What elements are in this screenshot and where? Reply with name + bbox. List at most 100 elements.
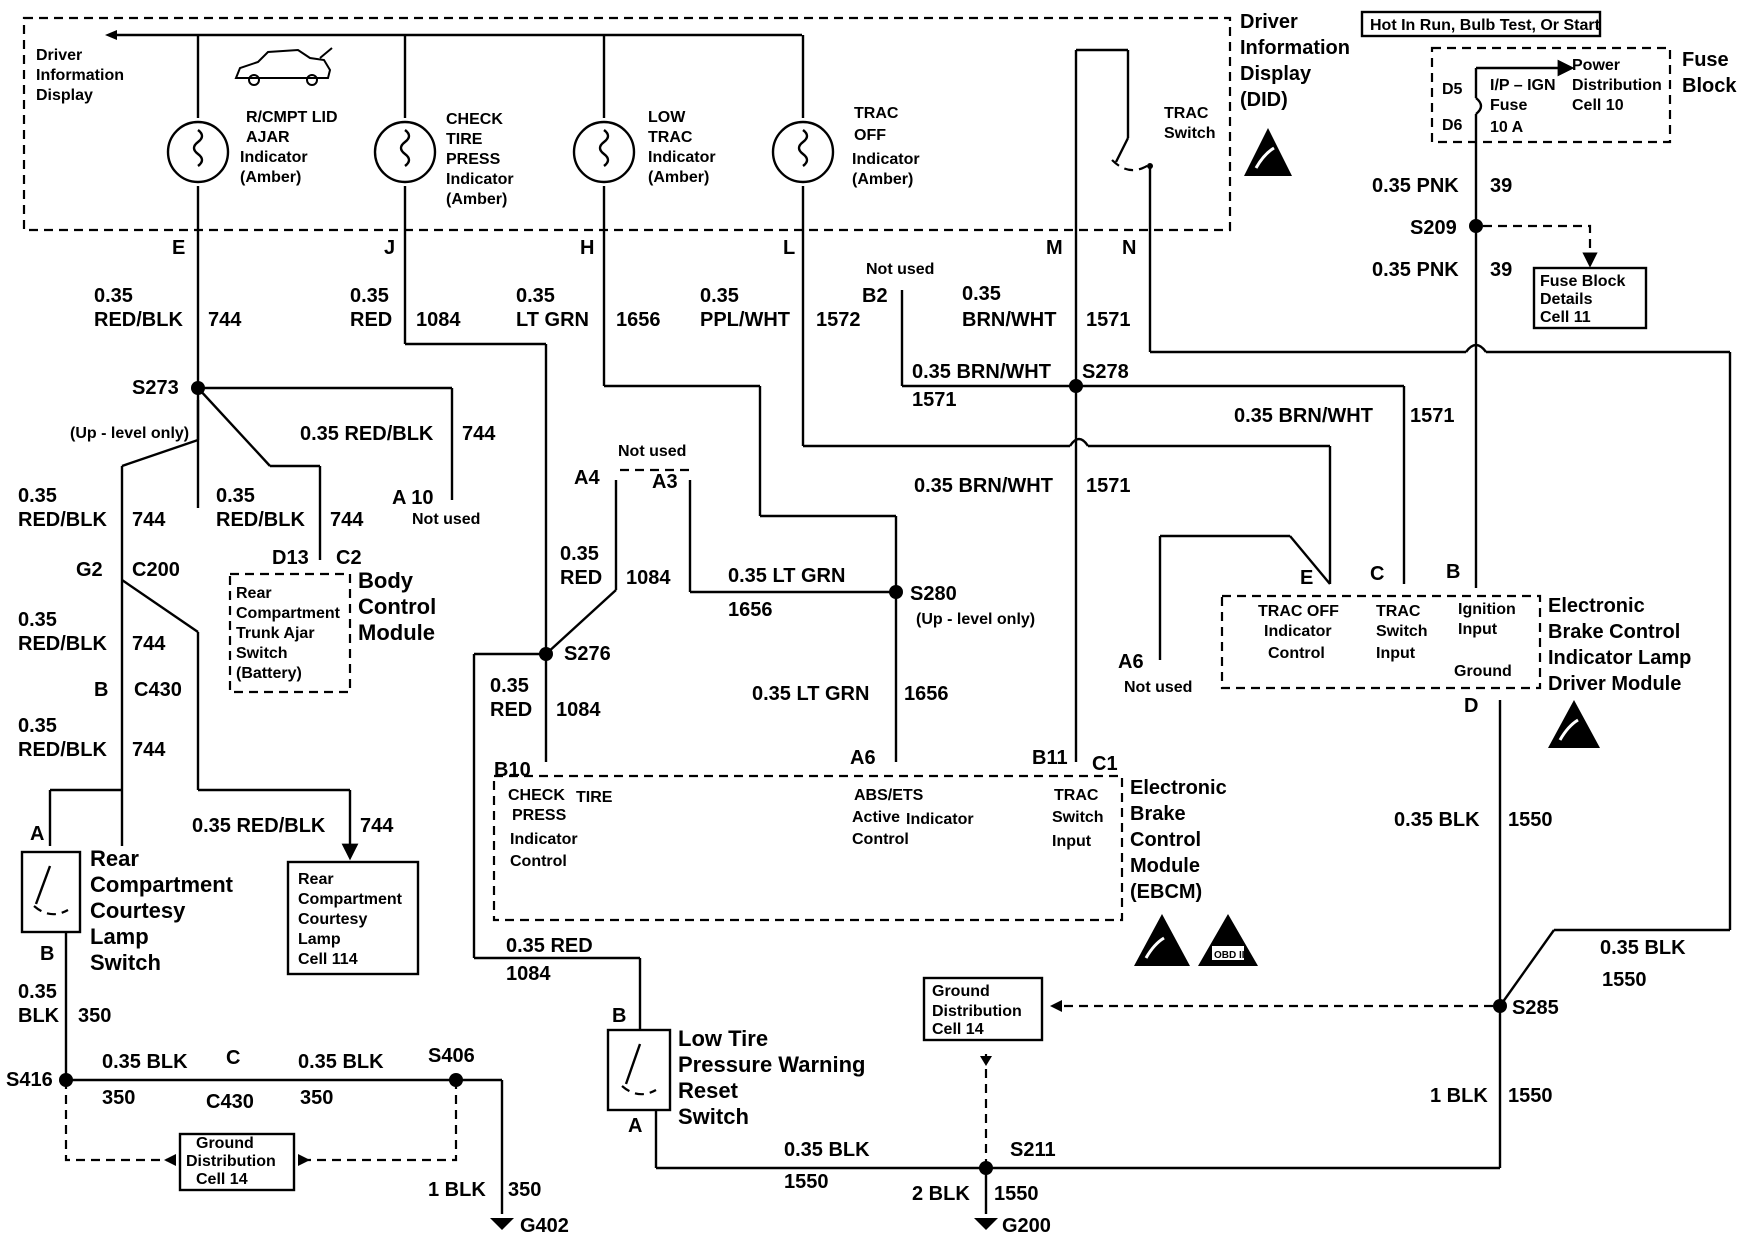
svg-text:0.35 BLK: 0.35 BLK [298, 1051, 384, 1073]
svg-text:Ground: Ground [196, 1135, 254, 1152]
svg-text:0.35: 0.35 [560, 543, 599, 565]
svg-text:C: C [226, 1047, 240, 1069]
svg-text:Driver: Driver [1240, 11, 1298, 33]
svg-text:G200: G200 [1002, 1215, 1051, 1237]
svg-text:10 A: 10 A [1490, 119, 1524, 136]
svg-text:(Up - level only): (Up - level only) [916, 611, 1035, 628]
svg-text:744: 744 [462, 423, 496, 445]
svg-text:A: A [628, 1115, 642, 1137]
svg-text:Body: Body [358, 568, 414, 593]
svg-text:0.35 BLK: 0.35 BLK [784, 1139, 870, 1161]
svg-text:RED/BLK: RED/BLK [18, 509, 107, 531]
svg-text:Cell 14: Cell 14 [932, 1021, 984, 1038]
did-title: Driver Information Display (DID) [1240, 11, 1350, 111]
bcm-title: Body Control Module [358, 568, 436, 645]
svg-text:Not used: Not used [866, 261, 934, 278]
svg-text:Lamp: Lamp [298, 931, 341, 948]
did-inner-label: Driver Information Display [36, 47, 124, 104]
svg-text:D5: D5 [1442, 81, 1463, 98]
svg-text:C: C [1370, 563, 1384, 585]
svg-text:S416: S416 [6, 1069, 53, 1091]
fuse-block-title: Fuse Block [1682, 49, 1737, 97]
svg-text:Switch: Switch [1376, 623, 1428, 640]
svg-text:(Up - level only): (Up - level only) [70, 425, 189, 442]
indicator-trac-off: TRAC OFF Indicator (Amber) [771, 35, 920, 230]
indicator-check-tire: CHECK TIRE PRESS Indicator (Amber) [373, 35, 514, 230]
svg-text:Cell 10: Cell 10 [1572, 97, 1624, 114]
svg-text:RED: RED [560, 567, 602, 589]
svg-text:Switch: Switch [236, 645, 288, 662]
svg-text:0.35 BRN/WHT: 0.35 BRN/WHT [1234, 405, 1373, 427]
svg-text:S278: S278 [1082, 361, 1129, 383]
svg-text:Control: Control [510, 853, 567, 870]
svg-text:Input: Input [1458, 621, 1498, 638]
svg-text:TRAC OFF: TRAC OFF [1258, 603, 1339, 620]
svg-text:Power: Power [1572, 57, 1620, 74]
svg-text:Not used: Not used [412, 511, 480, 528]
svg-text:RED: RED [490, 699, 532, 721]
svg-text:0.35 RED: 0.35 RED [506, 935, 593, 957]
svg-text:Indicator: Indicator [852, 151, 920, 168]
svg-text:RED/BLK: RED/BLK [18, 739, 107, 761]
svg-text:1084: 1084 [556, 699, 601, 721]
svg-text:D13: D13 [272, 547, 309, 569]
svg-text:B: B [612, 1005, 626, 1027]
svg-text:1550: 1550 [784, 1171, 829, 1193]
svg-text:BRN/WHT: BRN/WHT [962, 309, 1056, 331]
svg-text:TIRE: TIRE [576, 789, 613, 806]
hot-label: Hot In Run, Bulb Test, Or Start [1370, 17, 1601, 34]
svg-text:Active: Active [852, 809, 900, 826]
svg-text:CHECK: CHECK [446, 111, 503, 128]
svg-text:Cell 114: Cell 114 [298, 951, 358, 968]
courtesy-lamp-box [286, 860, 420, 976]
svg-text:Indicator: Indicator [510, 831, 578, 848]
svg-text:Information: Information [1240, 37, 1350, 59]
ground-dist-b [922, 976, 1044, 1042]
svg-text:OFF: OFF [854, 127, 886, 144]
svg-text:1571: 1571 [1410, 405, 1455, 427]
did-pins: E J H L M N [172, 237, 1136, 259]
svg-text:PPL/WHT: PPL/WHT [700, 309, 790, 331]
fuse-block-box [1430, 46, 1672, 144]
svg-text:Display: Display [36, 87, 93, 104]
svg-text:Indicator: Indicator [240, 149, 308, 166]
svg-text:C430: C430 [134, 679, 182, 701]
svg-text:Switch: Switch [90, 950, 161, 975]
ltpw-title: Low Tire Pressure Warning Reset Switch [678, 1026, 865, 1129]
svg-text:1656: 1656 [616, 309, 661, 331]
svg-text:Module: Module [358, 620, 435, 645]
svg-text:1550: 1550 [994, 1183, 1039, 1205]
svg-text:350: 350 [78, 1005, 111, 1027]
svg-text:0.35 BRN/WHT: 0.35 BRN/WHT [914, 475, 1053, 497]
svg-text:Fuse: Fuse [1682, 49, 1729, 71]
svg-text:Indicator: Indicator [1264, 623, 1332, 640]
svg-text:0.35 RED/BLK: 0.35 RED/BLK [300, 423, 434, 445]
svg-text:0.35: 0.35 [18, 609, 57, 631]
svg-text:C430: C430 [206, 1091, 254, 1113]
ebcm-inner: CHECK TIRE PRESS Indicator Control ABS/E… [508, 787, 1104, 870]
svg-text:1571: 1571 [1086, 309, 1131, 331]
svg-text:TRAC: TRAC [1164, 105, 1209, 122]
svg-text:(Battery): (Battery) [236, 665, 302, 682]
svg-text:RED/BLK: RED/BLK [18, 633, 107, 655]
svg-text:(EBCM): (EBCM) [1130, 881, 1202, 903]
svg-text:Driver Module: Driver Module [1548, 673, 1681, 695]
svg-text:0.35: 0.35 [516, 285, 555, 307]
svg-text:LOW: LOW [648, 109, 686, 126]
svg-text:S280: S280 [910, 583, 957, 605]
svg-text:PRESS: PRESS [512, 807, 567, 824]
svg-text:C200: C200 [132, 559, 180, 581]
svg-text:(Amber): (Amber) [648, 169, 709, 186]
svg-text:B: B [40, 943, 54, 965]
esd-icon [1244, 128, 1292, 176]
svg-text:G402: G402 [520, 1215, 569, 1237]
svg-text:Not used: Not used [618, 443, 686, 460]
svg-text:AJAR: AJAR [246, 129, 290, 146]
svg-text:Switch: Switch [678, 1104, 749, 1129]
svg-text:0.35: 0.35 [962, 283, 1001, 305]
ebcl-pins: E C B D [1300, 561, 1478, 717]
svg-text:Fuse Block: Fuse Block [1540, 273, 1625, 290]
svg-text:Display: Display [1240, 63, 1312, 85]
svg-text:RED: RED [350, 309, 392, 331]
svg-text:E: E [172, 237, 185, 259]
